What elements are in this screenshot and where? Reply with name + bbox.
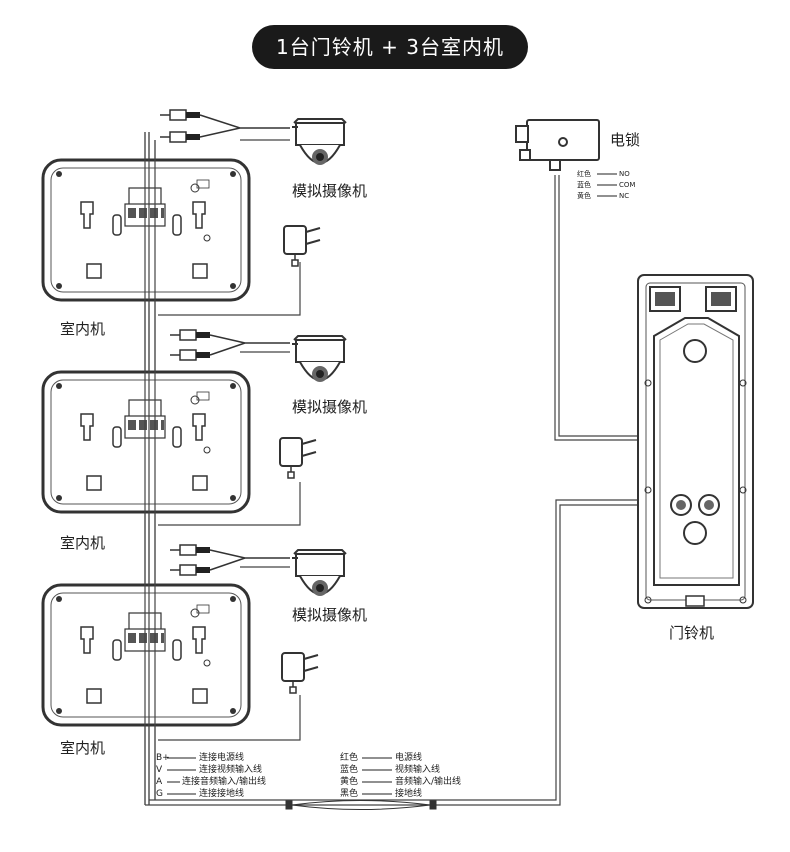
camera-3-wiring <box>169 544 347 694</box>
indoor-unit-3 <box>41 583 251 727</box>
page-title: 1台门铃机 + 3台室内机 <box>252 25 528 69</box>
camera-1-wiring <box>159 109 347 267</box>
legend-color-2-name: 黄色 <box>340 777 359 787</box>
indoor-unit-1-label: 室内机 <box>60 320 106 338</box>
indoor-unit-2 <box>41 370 251 514</box>
lock-wire-1-terminal: COM <box>619 181 636 189</box>
legend-color-3-name: 黑色 <box>340 789 359 799</box>
legend-terminal-1-desc: 连接视频输入线 <box>199 765 263 775</box>
door-lock-label: 电锁 <box>610 131 641 149</box>
legend-color-0-name: 红色 <box>340 753 359 763</box>
camera-2-wiring <box>169 329 347 479</box>
lock-wire-2-terminal: NC <box>619 192 630 200</box>
camera-3-label: 模拟摄像机 <box>292 606 368 624</box>
lock-wire-2-color: 黄色 <box>577 192 591 200</box>
indoor-unit-1 <box>41 158 251 302</box>
doorbell-label: 门铃机 <box>669 624 715 642</box>
legend-color-2-desc: 音频输入/输出线 <box>395 777 462 787</box>
legend-color-0-desc: 电源线 <box>395 753 423 763</box>
legend-terminal-3-code: G <box>156 789 163 799</box>
indoor-unit-2-label: 室内机 <box>60 534 106 552</box>
legend-terminal-0-desc: 连接电源线 <box>199 753 245 763</box>
lock-wire-0-color: 红色 <box>577 170 591 178</box>
legend-color-3-desc: 接地线 <box>395 789 423 799</box>
legend-terminal-2-code: A <box>156 777 163 787</box>
legend-terminal-0-code: B+ <box>156 753 170 763</box>
lock-wire-1-color: 蓝色 <box>577 181 591 189</box>
camera-1-label: 模拟摄像机 <box>292 182 368 200</box>
legend-terminal-1-code: V <box>156 765 163 775</box>
indoor-unit-3-label: 室内机 <box>60 739 106 757</box>
legend-terminal-3-desc: 连接接地线 <box>199 789 245 799</box>
wire-ties <box>285 800 437 810</box>
lock-wire-0-terminal: NO <box>619 170 630 178</box>
legend-color-1-desc: 视频输入线 <box>395 765 441 775</box>
door-lock <box>515 119 600 171</box>
doorbell-unit <box>637 274 754 609</box>
legend-color-1-name: 蓝色 <box>340 765 359 775</box>
legend-terminal-2-desc: 连接音频输入/输出线 <box>182 777 267 787</box>
camera-2-label: 模拟摄像机 <box>292 398 368 416</box>
